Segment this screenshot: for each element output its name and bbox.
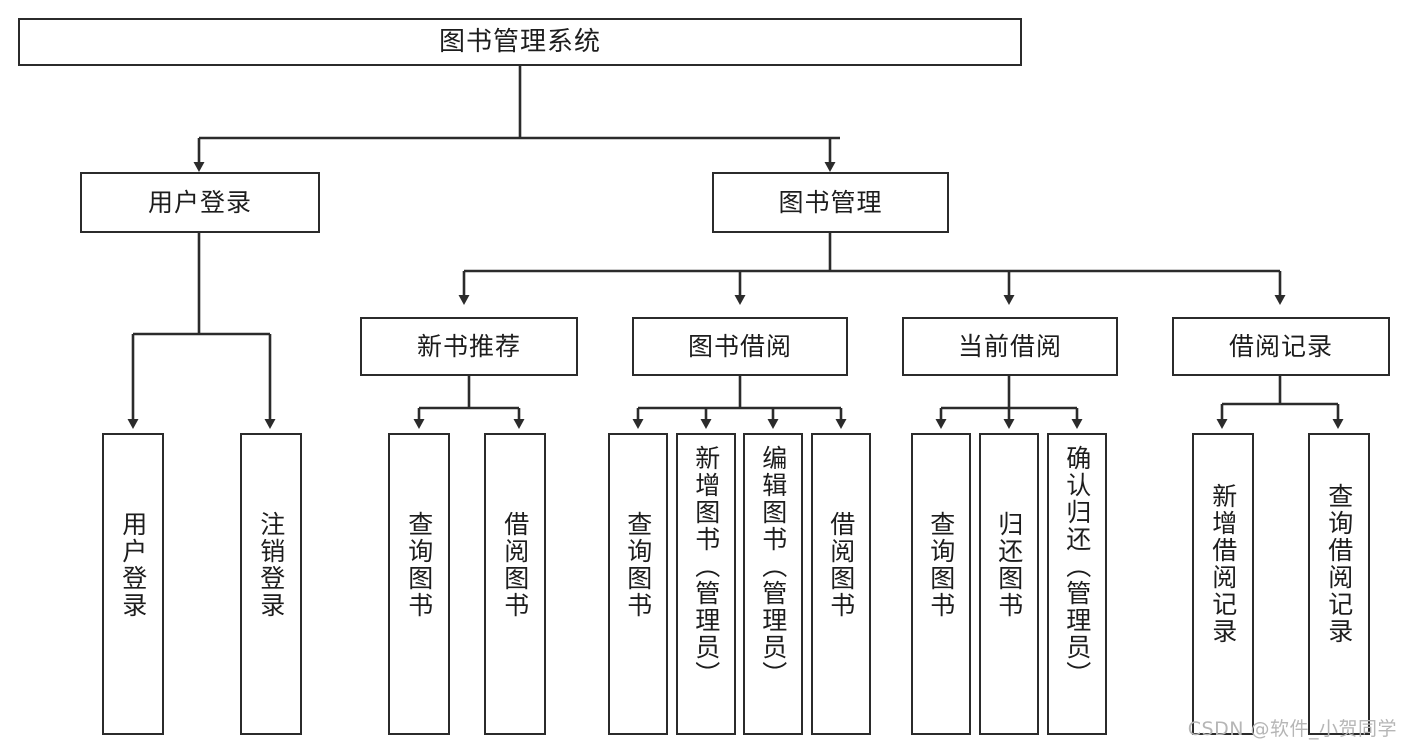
leaf-label: 注销登录 bbox=[256, 511, 286, 619]
leaf-label: 新增借阅记录 bbox=[1208, 483, 1238, 645]
leaf-user-login-login[interactable]: 用户登录 bbox=[102, 433, 164, 735]
leaf-user-login-logout[interactable]: 注销登录 bbox=[240, 433, 302, 735]
leaf-label: 确认归还（管理员） bbox=[1062, 445, 1092, 688]
leaf-current-borrow-query-book[interactable]: 查询图书 bbox=[911, 433, 971, 735]
leaf-book-borrow-edit-book-admin[interactable]: 编辑图书（管理员） bbox=[743, 433, 803, 735]
node-borrow-record[interactable]: 借阅记录 bbox=[1172, 317, 1390, 376]
leaf-book-borrow-add-book-admin[interactable]: 新增图书（管理员） bbox=[676, 433, 736, 735]
node-user-login[interactable]: 用户登录 bbox=[80, 172, 320, 233]
node-label: 图书管理系统 bbox=[438, 26, 601, 57]
node-book-management[interactable]: 图书管理 bbox=[712, 172, 949, 233]
leaf-book-borrow-borrow-book[interactable]: 借阅图书 bbox=[811, 433, 871, 735]
leaf-current-borrow-confirm-return-admin[interactable]: 确认归还（管理员） bbox=[1047, 433, 1107, 735]
leaf-label: 编辑图书（管理员） bbox=[758, 445, 788, 688]
node-label: 图书管理 bbox=[778, 187, 883, 217]
node-new-book-recommend[interactable]: 新书推荐 bbox=[360, 317, 578, 376]
leaf-label: 查询图书 bbox=[926, 511, 956, 619]
leaf-label: 查询借阅记录 bbox=[1324, 483, 1354, 645]
node-label: 当前借阅 bbox=[957, 331, 1062, 361]
node-label: 用户登录 bbox=[147, 187, 252, 217]
leaf-current-borrow-return-book[interactable]: 归还图书 bbox=[979, 433, 1039, 735]
leaf-label: 查询图书 bbox=[404, 511, 434, 619]
node-label: 图书借阅 bbox=[687, 331, 792, 361]
leaf-new-book-query-book[interactable]: 查询图书 bbox=[388, 433, 450, 735]
leaf-new-book-borrow-book[interactable]: 借阅图书 bbox=[484, 433, 546, 735]
leaf-borrow-record-query-record[interactable]: 查询借阅记录 bbox=[1308, 433, 1370, 735]
node-root-book-management-system[interactable]: 图书管理系统 bbox=[18, 18, 1022, 66]
leaf-book-borrow-query-book[interactable]: 查询图书 bbox=[608, 433, 668, 735]
node-label: 借阅记录 bbox=[1228, 331, 1333, 361]
node-book-borrow[interactable]: 图书借阅 bbox=[632, 317, 848, 376]
node-label: 新书推荐 bbox=[416, 331, 521, 361]
leaf-label: 借阅图书 bbox=[500, 511, 530, 619]
node-current-borrow[interactable]: 当前借阅 bbox=[902, 317, 1118, 376]
leaf-label: 新增图书（管理员） bbox=[691, 445, 721, 688]
leaf-label: 归还图书 bbox=[994, 511, 1024, 619]
watermark-text: CSDN @软件_小贺同学 bbox=[1187, 718, 1397, 740]
leaf-label: 用户登录 bbox=[118, 511, 148, 619]
leaf-label: 查询图书 bbox=[623, 511, 653, 619]
leaf-label: 借阅图书 bbox=[826, 511, 856, 619]
leaf-borrow-record-add-record[interactable]: 新增借阅记录 bbox=[1192, 433, 1254, 735]
